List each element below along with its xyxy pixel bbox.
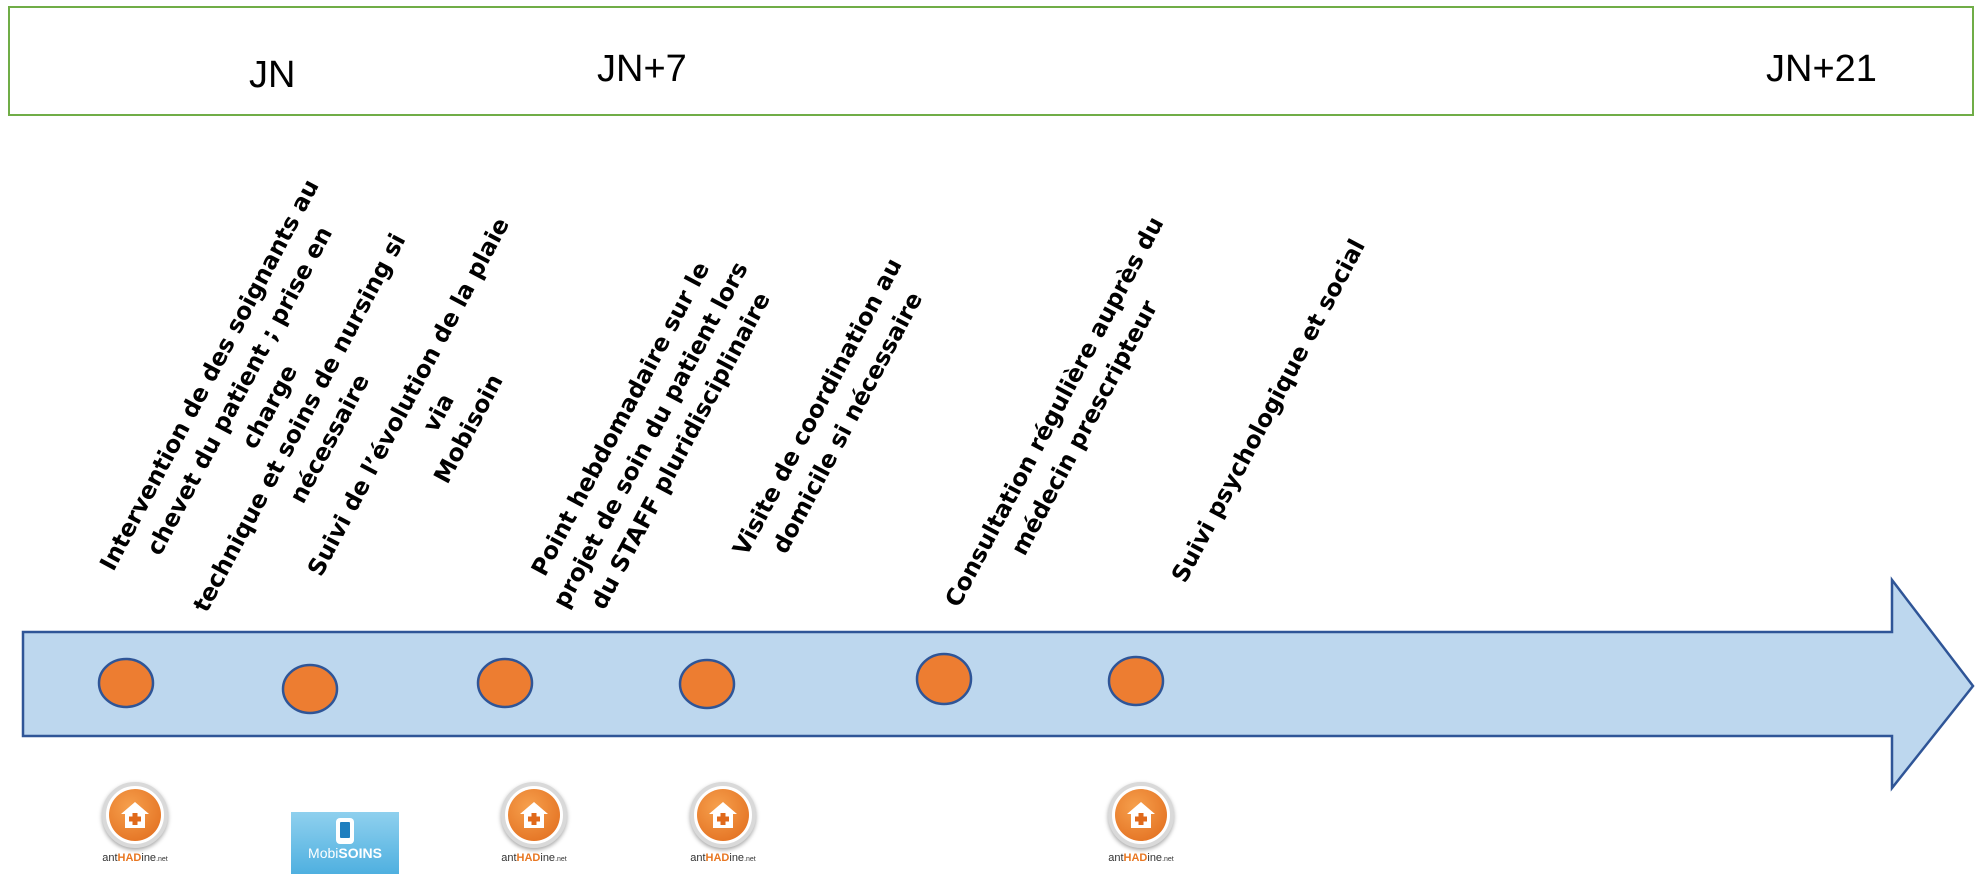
smartphone-icon <box>336 818 354 844</box>
house-plus-icon <box>709 802 737 828</box>
anthadine-logo-2: antHADine.net <box>484 782 584 886</box>
step-marker-6 <box>1107 655 1165 707</box>
step-marker-5 <box>915 652 973 706</box>
anthadine-logo-4: antHADine.net <box>1091 782 1191 886</box>
house-plus-icon <box>121 802 149 828</box>
house-plus-icon <box>520 802 548 828</box>
timeline-header-box <box>8 6 1974 116</box>
mobisoins-logo: MobiSOINS <box>291 812 399 874</box>
day-label-jn: JN <box>249 54 296 96</box>
timeline-arrow-shape <box>21 576 1975 792</box>
anthadine-logo-1: antHADine.net <box>85 782 185 886</box>
day-label-jn-plus-21: JN+21 <box>1766 48 1877 90</box>
house-plus-icon <box>1127 802 1155 828</box>
anthadine-logo-3: antHADine.net <box>673 782 773 886</box>
step-marker-4 <box>678 658 736 710</box>
step-marker-1 <box>97 657 155 709</box>
step-marker-2 <box>281 663 339 715</box>
day-label-jn-plus-7: JN+7 <box>597 48 687 90</box>
step-marker-3 <box>476 657 534 709</box>
